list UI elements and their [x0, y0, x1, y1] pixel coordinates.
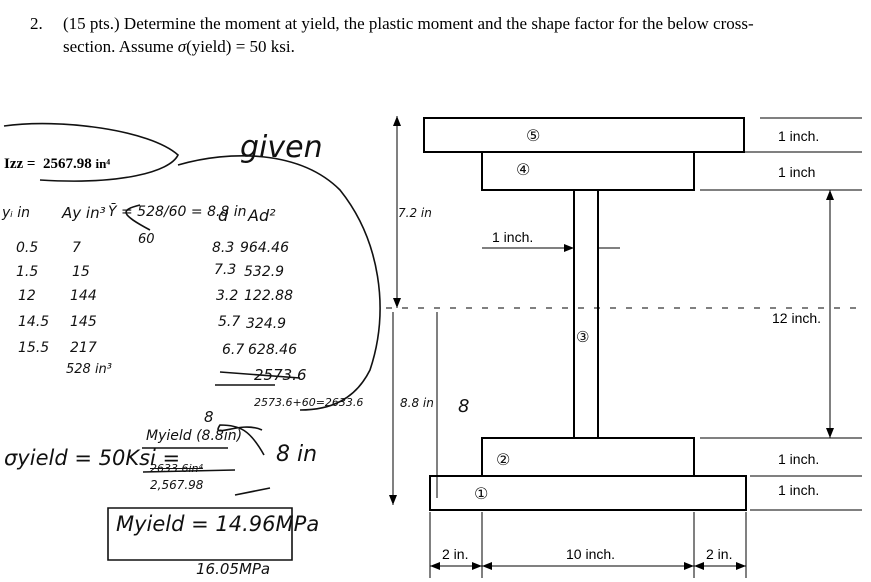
row-2-d: 7.3 [214, 262, 237, 278]
area-total: 60 [138, 232, 155, 247]
row-1-yi: 0.5 [16, 240, 39, 256]
dim-right-web: 12 inch. [772, 310, 822, 326]
dim-8-note: 8 [458, 396, 470, 417]
myield-numerator: Myield (8.8in) [146, 428, 243, 444]
dim-right-bottom-flange: 1 inch. [778, 482, 820, 498]
label-3: ③ [576, 328, 590, 346]
ay-total: 528 in³ [66, 362, 113, 377]
eight-above: 8 [204, 408, 214, 426]
izz-written: 2,567.98 [150, 478, 204, 492]
dim-bottom-left: 2 in. [442, 546, 469, 562]
top-flange-shape [423, 117, 745, 153]
row-1-ay: 7 [72, 240, 81, 256]
problem-text: (15 pts.) Determine the moment at yield,… [63, 12, 803, 58]
dim-bottom-right: 2 in. [706, 546, 733, 562]
label-1: ① [474, 484, 489, 503]
izz-number: 2567.98 [42, 156, 92, 172]
myield-result: Myield = 14.96MPa [116, 512, 320, 536]
row-1-ad2: 964.46 [240, 240, 289, 256]
row-3-d: 3.2 [216, 288, 239, 304]
web-shape [573, 189, 599, 439]
yi-header: yᵢ in [2, 205, 30, 221]
row-2-ad2: 532.9 [244, 264, 285, 280]
row-3-ay: 144 [70, 288, 97, 304]
izz-crossed: 2633.6in⁴ [150, 462, 203, 475]
row-5-ay: 217 [70, 340, 97, 356]
dim-88-note: 8.8 in [400, 396, 434, 410]
row-5-ad2: 628.46 [248, 342, 297, 358]
row-3-ad2: 122.88 [244, 288, 293, 304]
ay-header: Ay in³ [62, 204, 106, 222]
d-header: d [218, 206, 229, 225]
row-4-ad2: 324.9 [246, 316, 287, 332]
ad2-header: Ad² [248, 206, 276, 225]
given-note: given [240, 130, 323, 165]
row-1-d: 8.3 [212, 240, 235, 256]
problem-number: 2. [30, 14, 43, 33]
dim-right-lower-flange: 1 inch. [778, 451, 820, 467]
problem-text-after: (yield) = 50 ksi. [186, 37, 295, 56]
row-4-ay: 145 [70, 314, 97, 330]
dim-web-width: 1 inch. [492, 229, 534, 245]
sigma-symbol: σ [177, 37, 187, 56]
ad2-total: 2573.6 [254, 366, 307, 384]
izz-label: Izz = [4, 156, 36, 172]
upper-flange-shape [481, 151, 695, 191]
alt-result: 16.05MPa [196, 560, 271, 578]
bottom-flange-shape [429, 475, 747, 511]
row-5-d: 6.7 [222, 342, 245, 358]
eight-in-note: 8 in [276, 442, 318, 467]
row-2-ay: 15 [72, 264, 90, 280]
label-5: ⑤ [526, 126, 541, 145]
row-4-d: 5.7 [218, 314, 241, 330]
dim-right-top-flange: 1 inch. [778, 128, 820, 144]
dim-72-note: 7.2 in [398, 206, 432, 220]
label-2: ② [496, 450, 511, 469]
sigma-yield-eq: σyield = 50Ksi = [4, 446, 181, 470]
row-2-yi: 1.5 [16, 264, 39, 280]
row-4-yi: 14.5 [18, 314, 50, 330]
sum-line: 2573.6+60=2633.6 [254, 396, 364, 409]
izz-value: Izz = 2567.98 in⁴ [4, 156, 110, 173]
dim-bottom-mid: 10 inch. [566, 546, 616, 562]
problem-text-before: (15 pts.) Determine the moment at yield,… [63, 14, 754, 56]
dim-right-upper-flange: 1 inch [778, 164, 816, 180]
row-5-yi: 15.5 [18, 340, 50, 356]
lower-flange-shape [481, 437, 695, 477]
label-4: ④ [516, 160, 531, 179]
izz-unit: in⁴ [95, 156, 111, 171]
ybar-header: Ȳ = 528/60 = 8.8 in [108, 204, 247, 220]
row-3-yi: 12 [18, 288, 36, 304]
